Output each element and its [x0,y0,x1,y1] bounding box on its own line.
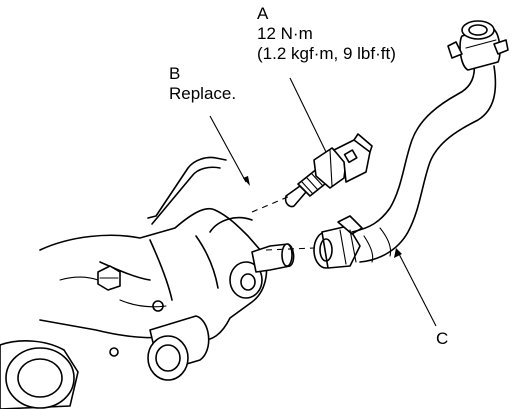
callout-a-letter: A [257,4,269,23]
leader-c [397,251,437,327]
callout-a-torque: 12 N·m [257,24,313,43]
coolant-temperature-sensor [284,133,373,208]
callout-c-letter: C [436,329,449,348]
leader-a [289,77,327,153]
callout-b-note: Replace. [169,84,237,103]
callout-a-torque-imperial: (1.2 kgf·m, 9 lbf·ft) [257,44,396,63]
hose-clamp-upper [447,20,509,71]
install-axis-hose [265,247,315,251]
hose-clamp-lower [313,215,363,269]
leader-b [209,115,247,183]
coolant-hose [351,61,497,263]
thermostat-housing [0,156,295,409]
callout-b-letter: B [169,64,181,83]
install-axis-b [251,195,291,213]
